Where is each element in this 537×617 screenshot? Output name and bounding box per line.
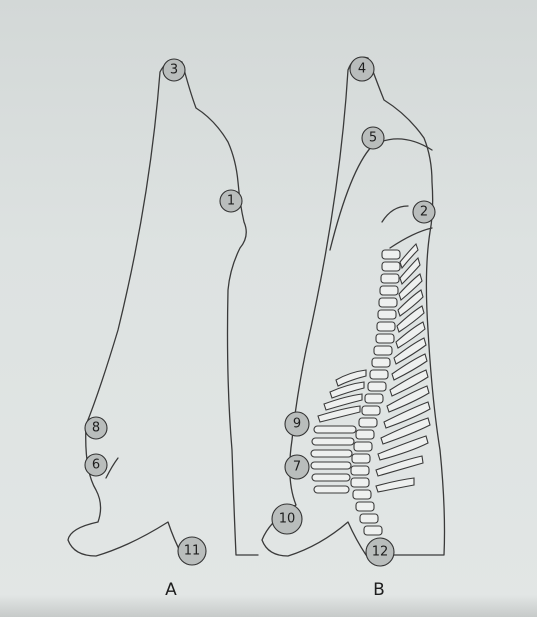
panel-a <box>68 60 258 556</box>
vertebra <box>372 358 390 367</box>
svg-text:8: 8 <box>92 421 100 436</box>
vertebra <box>370 370 388 379</box>
marker-10: 10 <box>272 504 302 534</box>
marker-1: 1 <box>220 190 242 212</box>
vertebra <box>356 430 374 439</box>
svg-text:4: 4 <box>358 62 366 77</box>
vertebra <box>377 322 395 331</box>
vertebra <box>378 310 396 319</box>
vertebra <box>368 382 386 391</box>
svg-text:1: 1 <box>227 194 235 209</box>
carcass-outline-a <box>68 60 258 556</box>
flank-line-a <box>106 458 118 478</box>
vertebra <box>353 490 371 499</box>
svg-text:11: 11 <box>184 544 201 559</box>
vertebra <box>354 442 372 451</box>
vertebra <box>356 502 374 511</box>
svg-text:5: 5 <box>369 131 377 146</box>
sternum-rib <box>314 486 349 493</box>
marker-9: 9 <box>285 412 309 436</box>
sternum-rib <box>318 406 360 422</box>
vertebra <box>374 346 392 355</box>
sternum-rib <box>312 438 354 445</box>
vertebra <box>382 262 400 271</box>
vertebra <box>352 454 370 463</box>
vertebra <box>351 478 369 487</box>
vertebra <box>360 514 378 523</box>
vertebra <box>365 394 383 403</box>
vertebra <box>381 274 399 283</box>
vertebra <box>379 298 397 307</box>
svg-text:2: 2 <box>420 205 428 220</box>
marker-12: 12 <box>366 538 394 566</box>
tail-curve-b <box>382 206 408 222</box>
vertebra <box>351 466 369 475</box>
panel-a-label: A <box>165 580 177 600</box>
svg-text:9: 9 <box>293 417 301 432</box>
marker-2: 2 <box>413 201 435 223</box>
marker-5: 5 <box>362 127 384 149</box>
svg-text:3: 3 <box>170 63 178 78</box>
spine-tip-b <box>390 228 432 248</box>
vertebra <box>359 418 377 427</box>
svg-text:7: 7 <box>293 460 301 475</box>
sternum-rib <box>312 474 350 481</box>
sternum-rib <box>314 426 356 433</box>
marker-4: 4 <box>350 57 374 81</box>
vertebra <box>362 406 380 415</box>
vertebra <box>382 250 400 259</box>
rib <box>376 478 414 492</box>
vertebra <box>380 286 398 295</box>
marker-11: 11 <box>178 537 206 565</box>
marker-8: 8 <box>85 417 107 439</box>
vertebra <box>364 526 382 535</box>
marker-3: 3 <box>163 59 185 81</box>
panel-b-label: B <box>373 580 385 600</box>
vertebra <box>376 334 394 343</box>
marker-6: 6 <box>85 454 107 476</box>
svg-text:6: 6 <box>92 458 100 473</box>
sternum-rib <box>311 462 351 469</box>
marker-7: 7 <box>285 455 309 479</box>
sternum-rib <box>311 450 352 457</box>
panel-b <box>262 57 445 556</box>
svg-text:10: 10 <box>279 512 296 527</box>
svg-text:12: 12 <box>372 545 389 560</box>
